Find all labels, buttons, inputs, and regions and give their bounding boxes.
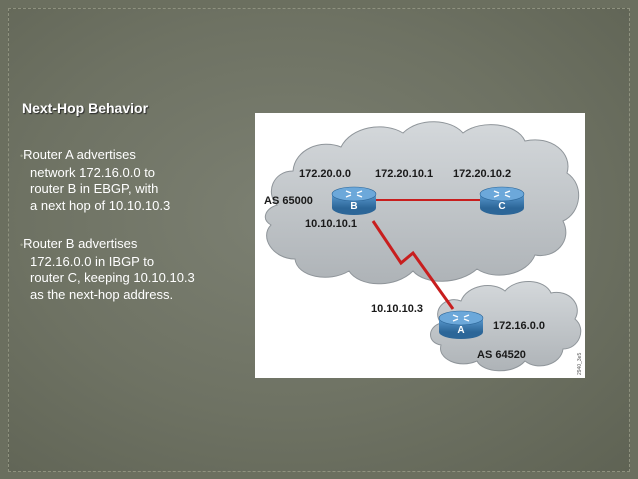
label-net-172-20: 172.20.0.0 xyxy=(299,168,351,180)
label-ip-172-20-10-2: 172.20.10.2 xyxy=(453,168,511,180)
label-as-65000: AS 65000 xyxy=(264,195,313,207)
label-ip-172-20-10-1: 172.20.10.1 xyxy=(375,168,433,180)
bullet-1: •Router A advertises network 172.16.0.0 … xyxy=(20,147,250,214)
link-b-a xyxy=(371,220,455,310)
bullet-2-line-4: as the next-hop address. xyxy=(30,286,174,302)
label-ip-10-10-10-3: 10.10.10.3 xyxy=(371,303,423,315)
router-a: A xyxy=(438,310,484,339)
router-b-label: B xyxy=(350,201,357,212)
router-arrows-icon xyxy=(345,190,363,198)
router-c: C xyxy=(479,186,525,215)
slide-title: Next-Hop Behavior xyxy=(22,100,149,116)
bullet-dot: • xyxy=(20,151,24,161)
router-arrows-icon xyxy=(452,314,470,322)
bullet-2-line-3: router C, keeping 10.10.10.3 xyxy=(30,270,195,285)
bullet-1-line-1: Router A advertises xyxy=(23,147,136,162)
label-net-172-16: 172.16.0.0 xyxy=(493,320,545,332)
bullet-2-line-2: 172.16.0.0 in IBGP to xyxy=(30,253,155,269)
bullet-1-line-3: router B in EBGP, with xyxy=(30,181,159,196)
as-65000-cloud xyxy=(264,121,580,285)
figure-credit: 2940_3e5 xyxy=(577,353,583,375)
router-arrows-icon xyxy=(493,190,511,198)
as-64520-cloud xyxy=(430,281,582,372)
bullet-1-line-2: network 172.16.0.0 to xyxy=(30,164,156,180)
router-b: B xyxy=(331,186,377,215)
label-as-64520: AS 64520 xyxy=(477,349,526,361)
bullet-dot: • xyxy=(20,240,24,250)
bullet-1-line-4: a next hop of 10.10.10.3 xyxy=(30,197,171,213)
bullet-2-line-1: Router B advertises xyxy=(23,236,138,251)
bgp-next-hop-diagram: B C A 172.20.0.0 172.20.10.1 xyxy=(255,113,585,378)
router-c-label: C xyxy=(498,201,505,212)
router-a-label: A xyxy=(457,325,464,336)
label-ip-10-10-10-1: 10.10.10.1 xyxy=(305,218,357,230)
bullet-2: •Router B advertises 172.16.0.0 in IBGP … xyxy=(20,236,250,303)
